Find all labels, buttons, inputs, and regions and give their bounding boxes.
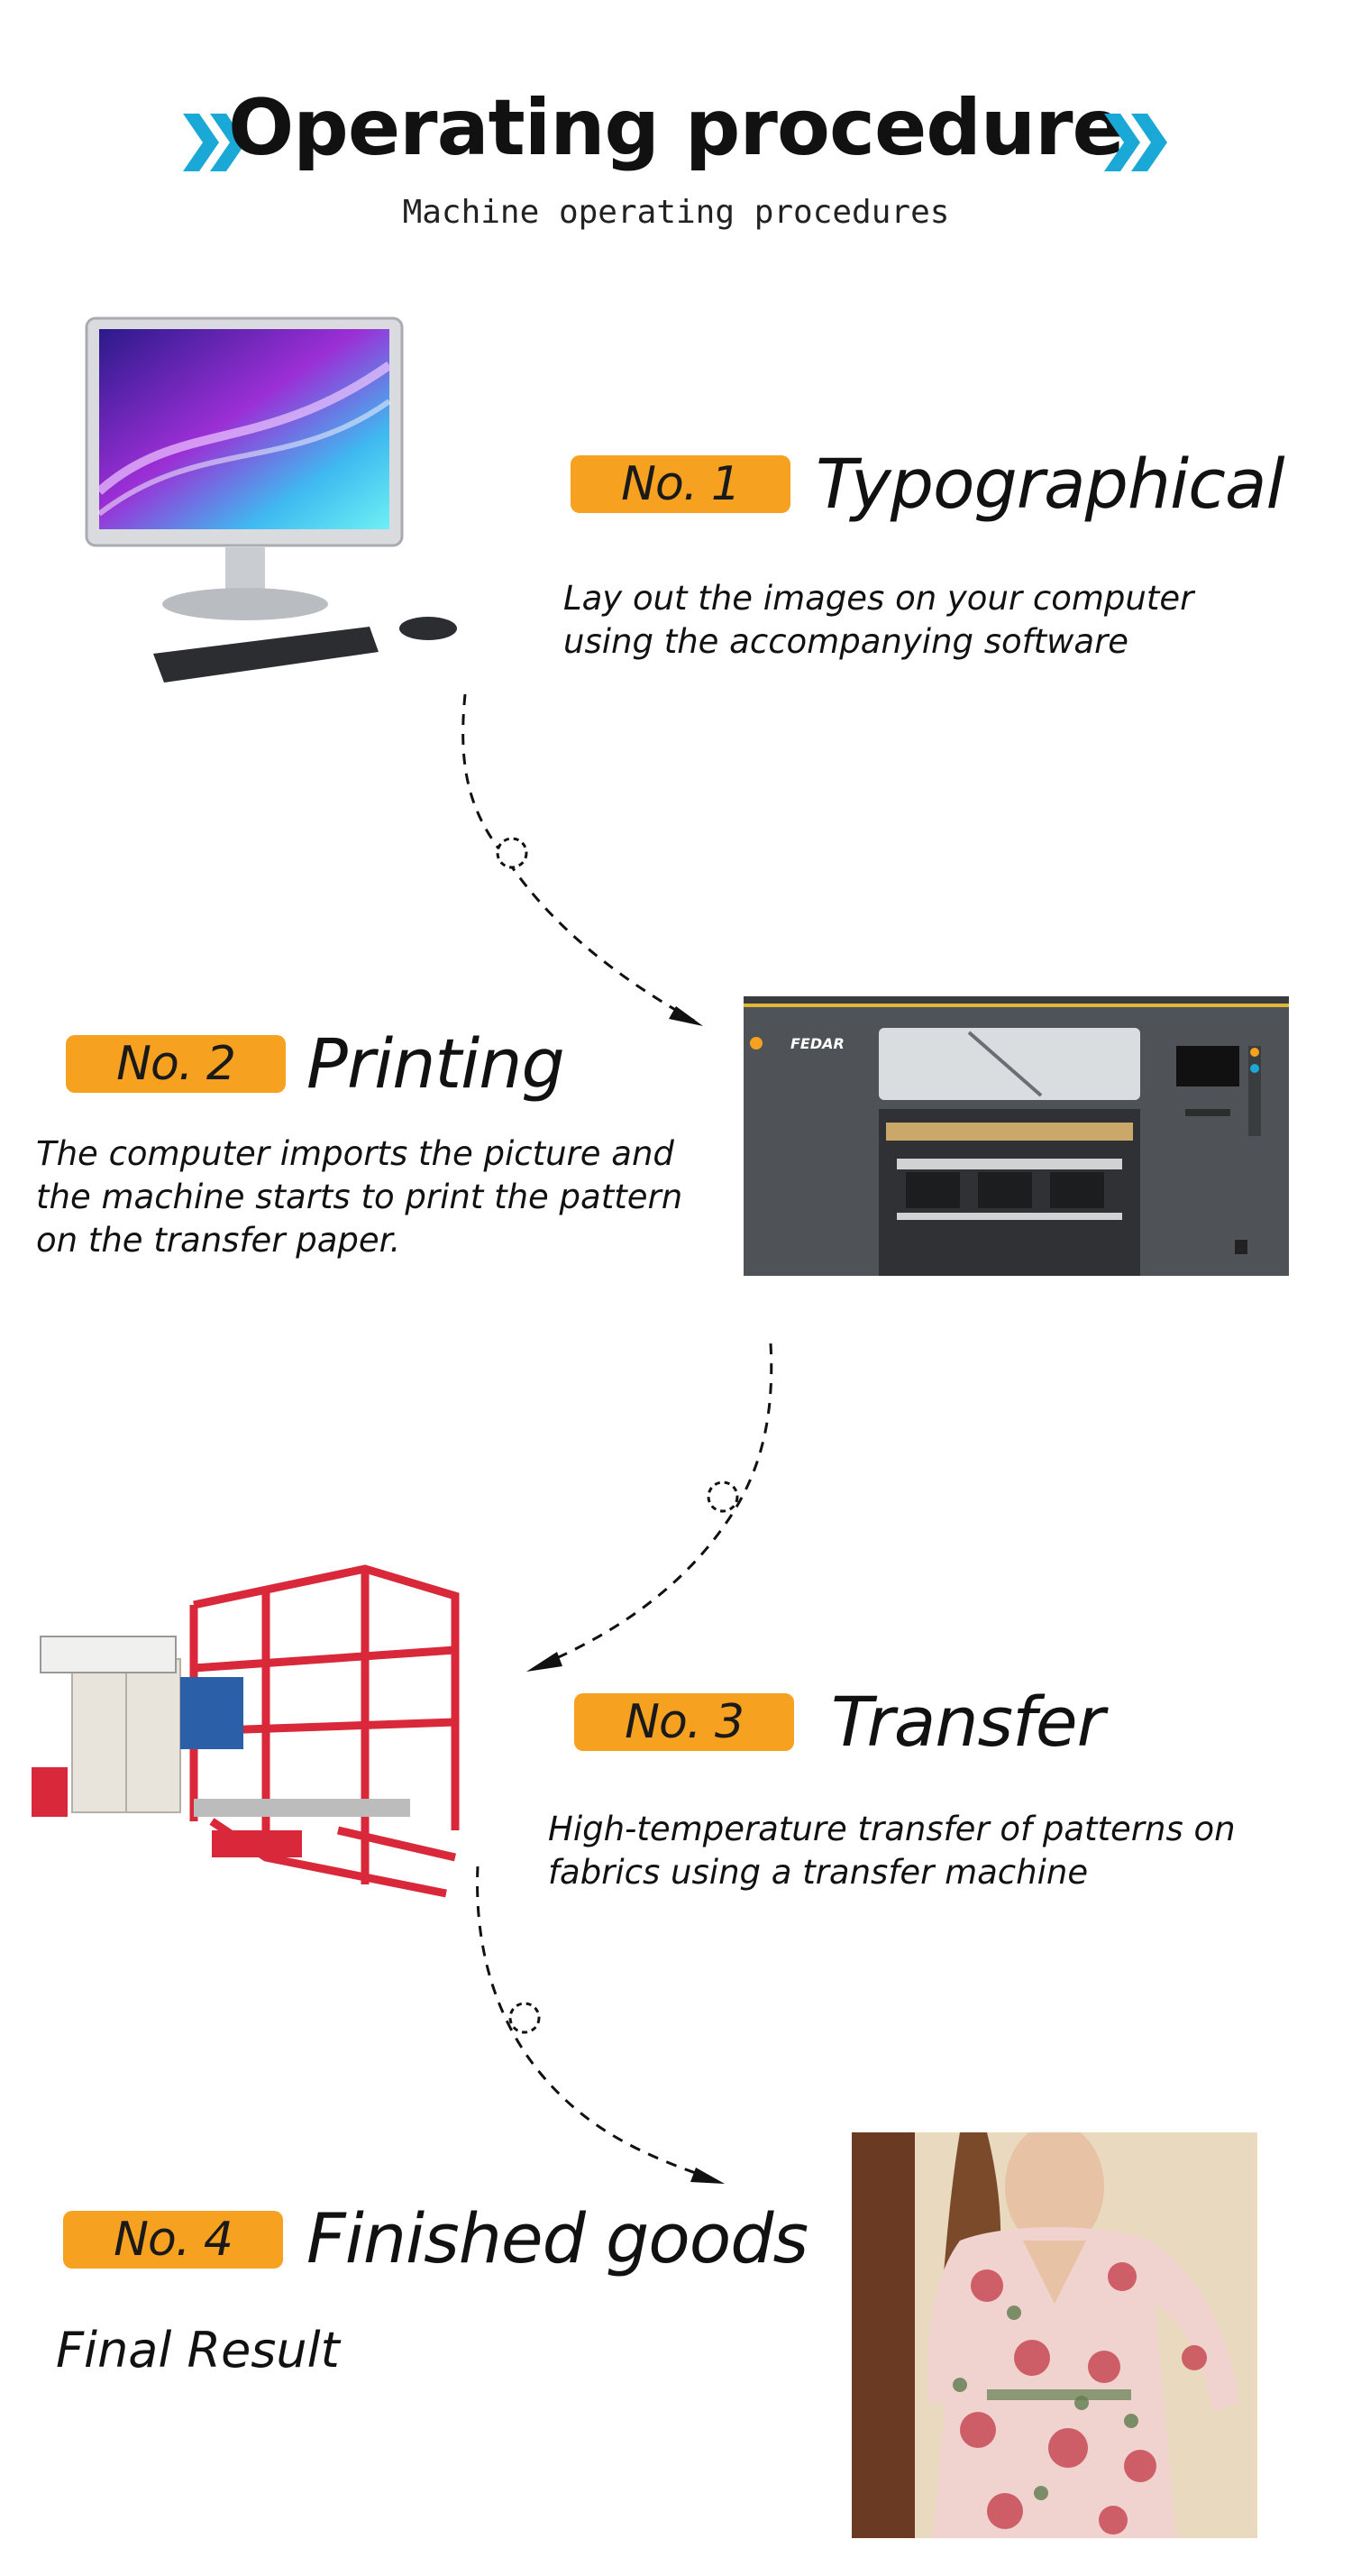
step-4-title: Finished goods [306,2198,808,2278]
floral-dress-icon [852,2132,1257,2538]
heat-transfer-machine-icon [32,1564,460,1898]
desktop-computer-icon [85,316,457,683]
chevron-right-icon [1104,114,1167,171]
step-3-description: High-temperature transfer of patterns on… [548,1810,1236,1892]
step-2-badge: No. 2 [66,1035,286,1093]
flow-arrow-1 [461,694,703,1026]
step-4-description: Final Result [56,2322,340,2379]
step-2-title: Printing [306,1023,565,1104]
step-3-title: Transfer [831,1682,1105,1762]
printer-brand: FEDAR [790,1035,845,1052]
flow-arrow-3 [476,1866,725,2184]
flow-arrow-2 [526,1343,773,1672]
printer-machine-icon: FEDAR [744,996,1289,1276]
page-subtitle: Machine operating procedures [402,194,950,231]
chevron-left-icon [183,114,246,171]
page-title: Operating procedure [228,83,1125,173]
step-4-badge: No. 4 [63,2211,283,2269]
step-3-badge: No. 3 [574,1693,794,1751]
step-1-description: Lay out the images on your computer usin… [563,579,1194,661]
step-1-title: Typographical [816,444,1285,524]
step-1-badge: No. 1 [571,455,790,513]
step-2-description: The computer imports the picture and the… [36,1134,683,1260]
